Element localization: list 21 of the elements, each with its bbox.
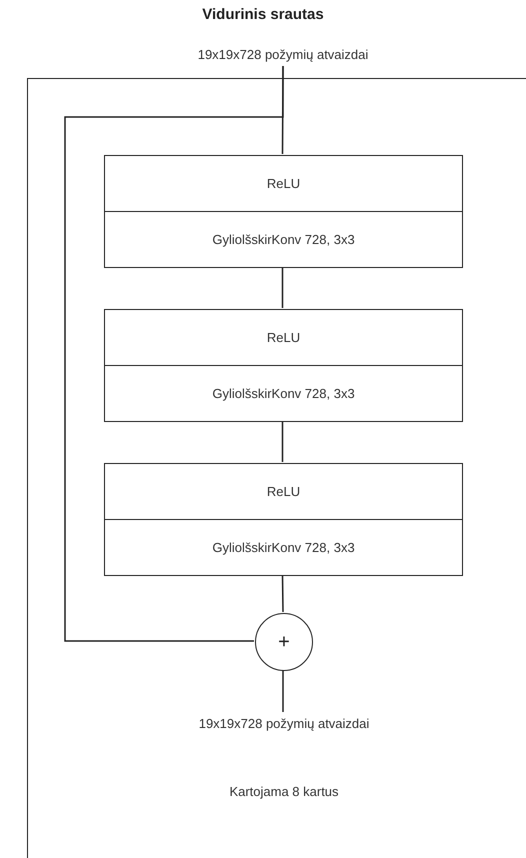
layer-box bbox=[104, 309, 463, 422]
loop-frame bbox=[27, 78, 526, 858]
plus-sign: + bbox=[278, 632, 290, 652]
connector-line bbox=[282, 421, 284, 462]
layer-label: ReLU bbox=[266, 483, 302, 501]
layer-label: GyliolšskirKonv 728, 3x3 bbox=[105, 365, 462, 421]
connector-line bbox=[282, 574, 284, 612]
feature-map-label: 19x19x728 požymių atvaizdai bbox=[151, 713, 417, 735]
layer-label: GyliolšskirKonv 728, 3x3 bbox=[105, 519, 462, 575]
connector-line bbox=[282, 670, 284, 712]
connector-line bbox=[64, 66, 284, 642]
layer-label: GyliolšskirKonv 728, 3x3 bbox=[105, 211, 462, 267]
connector-line bbox=[282, 66, 284, 154]
repeat-note: Kartojama 8 kartus bbox=[228, 783, 340, 801]
feature-map-label: 19x19x728 požymių atvaizdai bbox=[150, 44, 416, 66]
layer-label: ReLU bbox=[266, 329, 302, 347]
connector-line bbox=[282, 267, 284, 308]
layer-label: ReLU bbox=[266, 175, 302, 193]
layer-box bbox=[104, 155, 463, 268]
layer-box bbox=[104, 463, 463, 576]
diagram-title: Vidurinis srautas bbox=[201, 6, 325, 23]
